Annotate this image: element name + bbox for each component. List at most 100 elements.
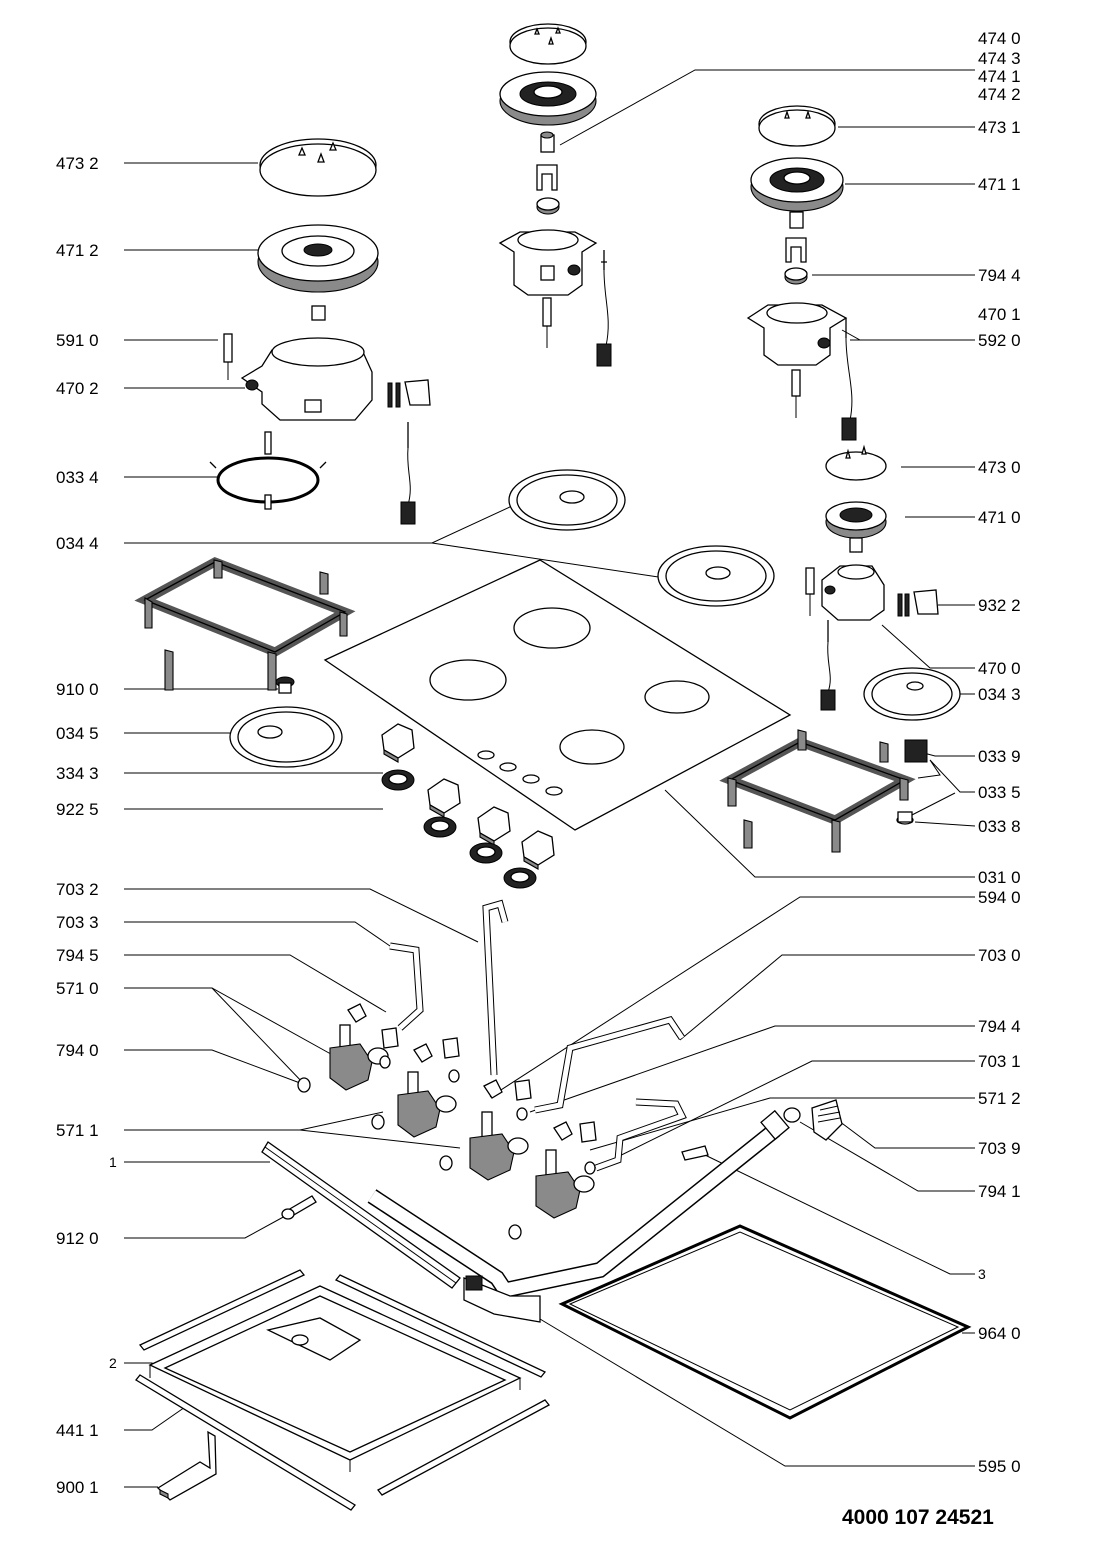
- label-592-0: 592 0: [978, 331, 1021, 350]
- knob-3: [477, 806, 511, 846]
- label-794-1: 794 1: [978, 1182, 1021, 1201]
- leader-lines: [124, 69, 976, 1488]
- bezel-2: [423, 816, 457, 838]
- gas-pipe-703-2: [482, 899, 509, 1076]
- label-033-8: 033 8: [978, 817, 1021, 836]
- edge-profile-mid: [334, 1274, 547, 1378]
- main-gas-manifold: [367, 1109, 790, 1299]
- label-703-9: 703 9: [978, 1139, 1021, 1158]
- base-tray: [148, 1285, 522, 1472]
- burner-plate-center: [508, 469, 626, 531]
- label-034-3: 034 3: [978, 685, 1021, 704]
- label-932-2: 932 2: [978, 596, 1021, 615]
- burner-cap-large-left: [259, 138, 377, 197]
- right-labels: 474 0 474 3 474 1 474 2 473 1 471 1 794 …: [978, 29, 1021, 1476]
- gas-pipe-703-1: [594, 1098, 687, 1172]
- burner-plate-right: [657, 545, 775, 607]
- screw-910: [275, 676, 295, 694]
- label-1: 1: [109, 1154, 117, 1170]
- label-794-0: 794 0: [56, 1041, 99, 1060]
- label-571-0: 571 0: [56, 979, 99, 998]
- gas-valve-2: [397, 1043, 457, 1138]
- front-bracket-rail: [261, 1141, 461, 1289]
- fixing-bracket-900: [156, 1430, 217, 1501]
- clip-top-right: [785, 237, 807, 263]
- thermocouple-top-center: [596, 250, 612, 367]
- label-471-2: 471 2: [56, 241, 99, 260]
- label-703-0: 703 0: [978, 946, 1021, 965]
- spark-plug-large-left: [223, 333, 233, 380]
- gas-pipe-703-0: [534, 1015, 685, 1114]
- label-473-0: 473 0: [978, 458, 1021, 477]
- label-033-5: 033 5: [978, 783, 1021, 802]
- label-441-1: 441 1: [56, 1421, 99, 1440]
- label-473-1: 473 1: [978, 118, 1021, 137]
- knob-1: [381, 723, 415, 763]
- pan-support-right: [719, 729, 916, 853]
- gas-valve-1: [329, 1003, 389, 1091]
- burner-base-small-right: [821, 564, 885, 621]
- burner-crown-top-center: [499, 71, 597, 126]
- burner-plate-small-right: [863, 667, 961, 721]
- edge-profile-bottom-left: [135, 1374, 356, 1511]
- spark-plug-small-right: [805, 567, 815, 616]
- injector-top-right: [789, 211, 804, 229]
- label-033-4: 033 4: [56, 468, 99, 487]
- gas-inlet-elbow: [783, 1099, 843, 1141]
- label-703-2: 703 2: [56, 880, 99, 899]
- burner-base-top-center: [498, 229, 598, 296]
- label-471-0: 471 0: [978, 508, 1021, 527]
- gas-valve-3: [469, 1079, 529, 1181]
- label-334-3: 334 3: [56, 764, 99, 783]
- parts: [134, 23, 972, 1511]
- label-470-2: 470 2: [56, 379, 99, 398]
- clip-large-left: [387, 379, 431, 408]
- earth-strip: [681, 1145, 709, 1161]
- label-912-0: 912 0: [56, 1229, 99, 1248]
- label-474-2: 474 2: [978, 85, 1021, 104]
- label-594-0: 594 0: [978, 888, 1021, 907]
- label-2: 2: [109, 1355, 117, 1371]
- label-034-5: 034 5: [56, 724, 99, 743]
- edge-profile-bottom-right: [377, 1399, 550, 1496]
- injector-large-left: [311, 305, 326, 321]
- support-pin: [896, 811, 914, 825]
- valve-clip-2: [442, 1037, 460, 1059]
- burner-plate-left: [229, 706, 343, 768]
- label-470-1: 470 1: [978, 305, 1021, 324]
- label-703-1: 703 1: [978, 1052, 1021, 1071]
- label-471-1: 471 1: [978, 175, 1021, 194]
- edge-profile-left-top: [138, 1269, 306, 1351]
- label-033-9: 033 9: [978, 747, 1021, 766]
- label-571-1: 571 1: [56, 1121, 99, 1140]
- knob-4: [521, 830, 555, 870]
- burner-cap-top-right: [758, 105, 836, 147]
- label-595-0: 595 0: [978, 1457, 1021, 1476]
- label-470-0: 470 0: [978, 659, 1021, 678]
- thermocouple-top-right: [841, 318, 857, 441]
- pan-support-left: [134, 557, 356, 691]
- label-031-0: 031 0: [978, 868, 1021, 887]
- bezel-4: [503, 867, 537, 889]
- rubber-foot: [904, 739, 928, 763]
- label-591-0: 591 0: [56, 331, 99, 350]
- label-703-3: 703 3: [56, 913, 99, 932]
- ignition-generator: [463, 1275, 541, 1323]
- burner-crown-small-right: [825, 501, 887, 539]
- label-964-0: 964 0: [978, 1324, 1021, 1343]
- left-labels: 473 2 471 2 591 0 470 2 033 4 034 4 910 …: [56, 154, 117, 1497]
- burner-base-large-left: [240, 337, 373, 421]
- clip-small-right: [897, 589, 939, 617]
- burner-base-top-right: [746, 302, 848, 366]
- injector-top-center: [540, 131, 555, 153]
- label-474-3: 474 3: [978, 49, 1021, 68]
- thermocouple-large-left: [400, 422, 416, 525]
- valve-clip-3: [514, 1079, 532, 1101]
- label-922-5: 922 5: [56, 800, 99, 819]
- fixing-screw-912: [281, 1195, 317, 1220]
- valve-clip-4: [579, 1121, 597, 1143]
- injector-small-right: [849, 537, 863, 553]
- seal-ring-top-center: [536, 197, 560, 215]
- label-794-4-bottom: 794 4: [978, 1017, 1021, 1036]
- valve-seal-rings: [297, 1055, 596, 1240]
